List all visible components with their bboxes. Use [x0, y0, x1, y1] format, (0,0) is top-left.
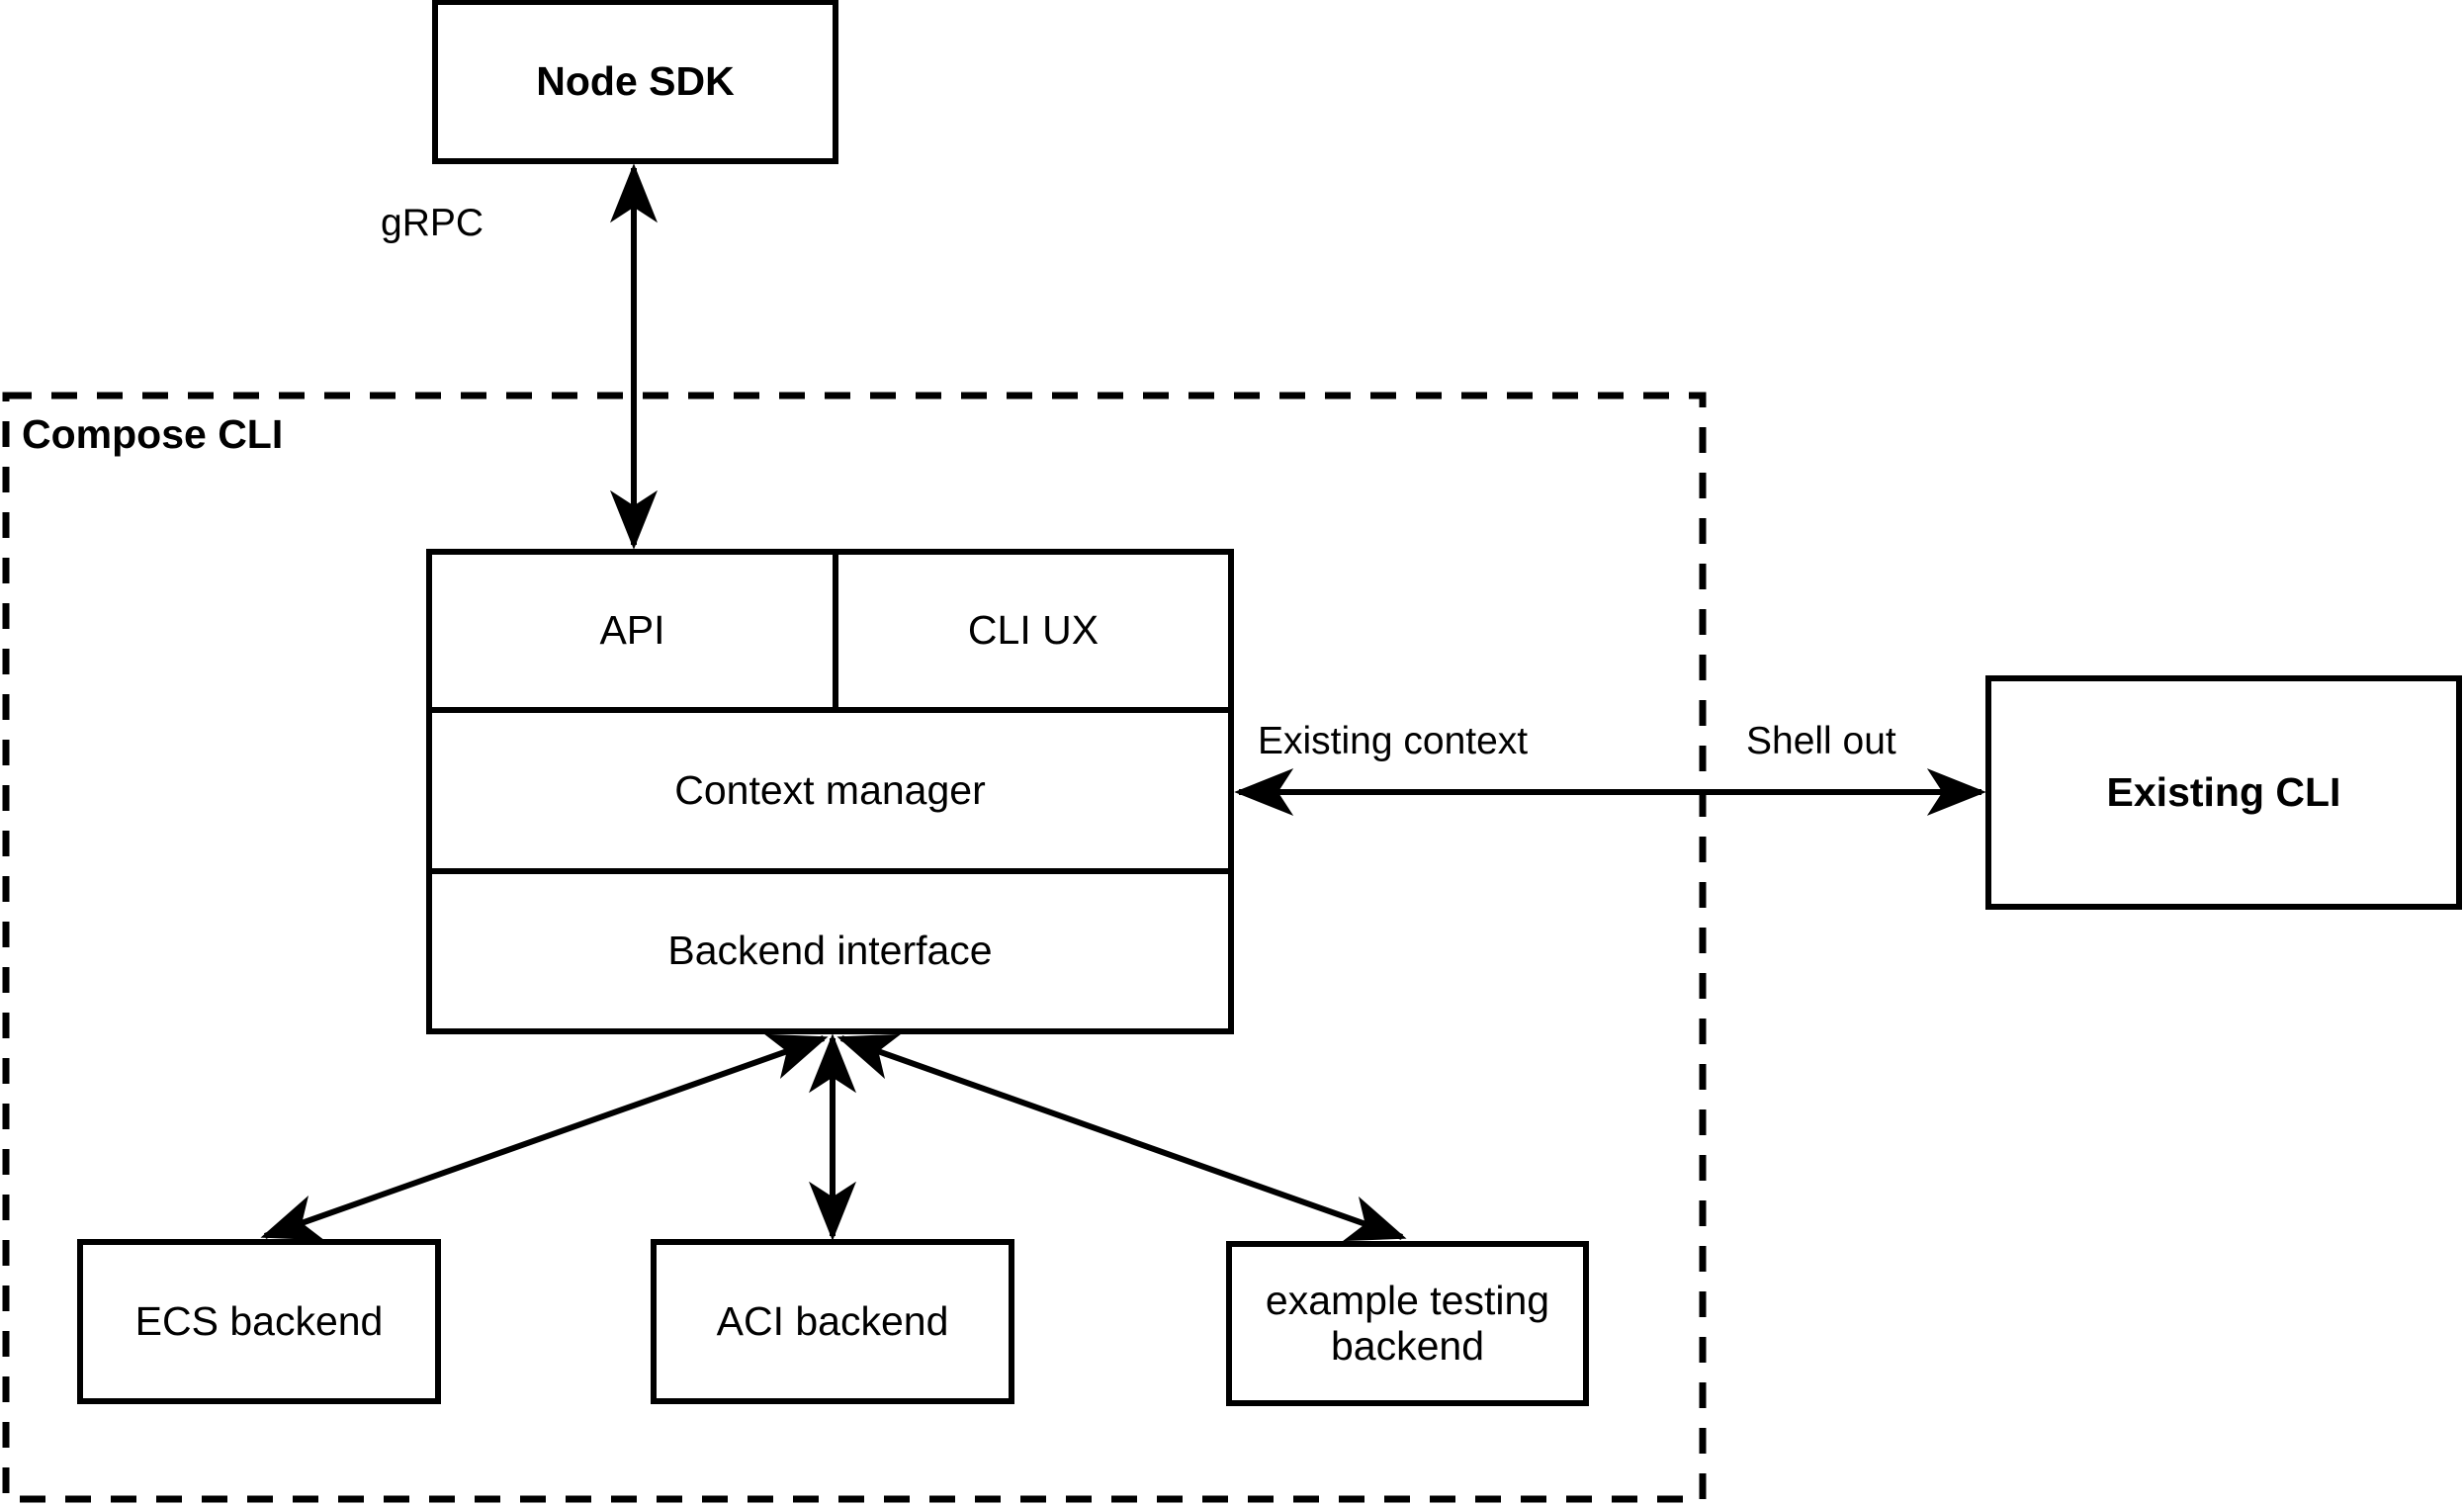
context-manager-label: Context manager [674, 766, 986, 813]
shell-out-edge-label: Shell out [1746, 720, 1896, 763]
example-testing-backend-box[interactable] [1226, 1241, 1589, 1406]
existing-context-edge-label: Existing context [1258, 720, 1529, 763]
ecs-backend-label: ECS backend [134, 1297, 384, 1344]
cli-ux-label: CLI UX [967, 607, 1100, 654]
aci-backend-box[interactable] [651, 1239, 1014, 1404]
core-component-stack [426, 549, 1234, 1034]
backend-interface-to-example-connector[interactable] [836, 1033, 1407, 1242]
ecs-backend-box[interactable] [77, 1239, 441, 1404]
api-label: API [599, 607, 665, 654]
backend-interface-to-ecs-connector[interactable] [260, 1033, 829, 1241]
backend-interface-label: Backend interface [667, 928, 993, 974]
node-sdk-label: Node SDK [536, 57, 735, 104]
existing-cli-box[interactable] [1985, 675, 2462, 910]
compose-cli-group-boundary [2, 392, 1707, 1503]
node-sdk-box[interactable] [432, 0, 838, 164]
aci-backend-label: ACI backend [716, 1297, 949, 1344]
grpc-edge-label: gRPC [381, 202, 484, 245]
example-testing-backend-label: example testing backend [1265, 1277, 1550, 1369]
existing-cli-label: Existing CLI [2106, 768, 2341, 815]
compose-cli-group-label: Compose CLI [22, 411, 284, 458]
